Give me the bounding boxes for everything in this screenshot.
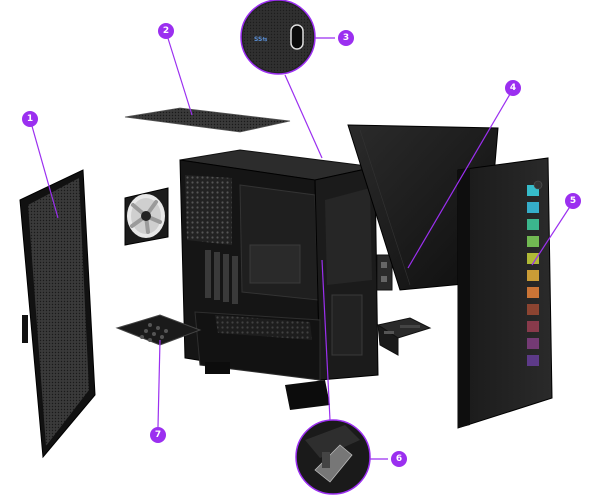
argb-segment bbox=[527, 253, 539, 264]
front-argb-panel bbox=[457, 157, 553, 429]
svg-text:3: 3 bbox=[343, 33, 349, 43]
argb-segment bbox=[527, 219, 539, 230]
argb-segment bbox=[527, 304, 539, 315]
svg-text:2: 2 bbox=[163, 26, 169, 36]
usb-c-port-inset: SS⇆ bbox=[240, 0, 316, 75]
top-dust-filter bbox=[124, 107, 291, 133]
svg-text:5: 5 bbox=[570, 196, 576, 206]
callout-badge-1: 1 bbox=[22, 111, 38, 127]
svg-text:6: 6 bbox=[396, 454, 402, 464]
svg-text:4: 4 bbox=[510, 83, 516, 93]
svg-text:7: 7 bbox=[155, 430, 161, 440]
argb-segment bbox=[527, 270, 539, 281]
bottom-dust-filter bbox=[115, 314, 202, 346]
mounting-bracket bbox=[376, 254, 393, 291]
argb-segment bbox=[527, 321, 539, 332]
callout-badge-5: 5 bbox=[565, 193, 581, 209]
gpu-support-bracket-inset bbox=[295, 419, 371, 495]
drive-cage bbox=[376, 317, 432, 356]
usb-superspeed-label: SS⇆ bbox=[254, 36, 267, 43]
callout-badge-2: 2 bbox=[158, 23, 174, 39]
argb-segment bbox=[527, 236, 539, 247]
argb-segment bbox=[527, 355, 539, 366]
callout-badge-7: 7 bbox=[150, 427, 166, 443]
callout-badge-3: 3 bbox=[338, 30, 354, 46]
argb-segment bbox=[527, 185, 539, 196]
rear-fan bbox=[124, 187, 169, 246]
left-mesh-side-panel bbox=[19, 169, 96, 459]
usb-c-port-icon bbox=[290, 24, 304, 50]
main-chassis bbox=[179, 149, 379, 410]
argb-segment bbox=[527, 202, 539, 213]
callout-badge-4: 4 bbox=[505, 80, 521, 96]
svg-text:1: 1 bbox=[27, 114, 33, 124]
argb-segment bbox=[527, 338, 539, 349]
callout-badge-6: 6 bbox=[391, 451, 407, 467]
argb-segment bbox=[527, 287, 539, 298]
callout-badges: 1 2 3 4 5 6 7 bbox=[22, 23, 581, 467]
leader-lines bbox=[29, 31, 574, 460]
